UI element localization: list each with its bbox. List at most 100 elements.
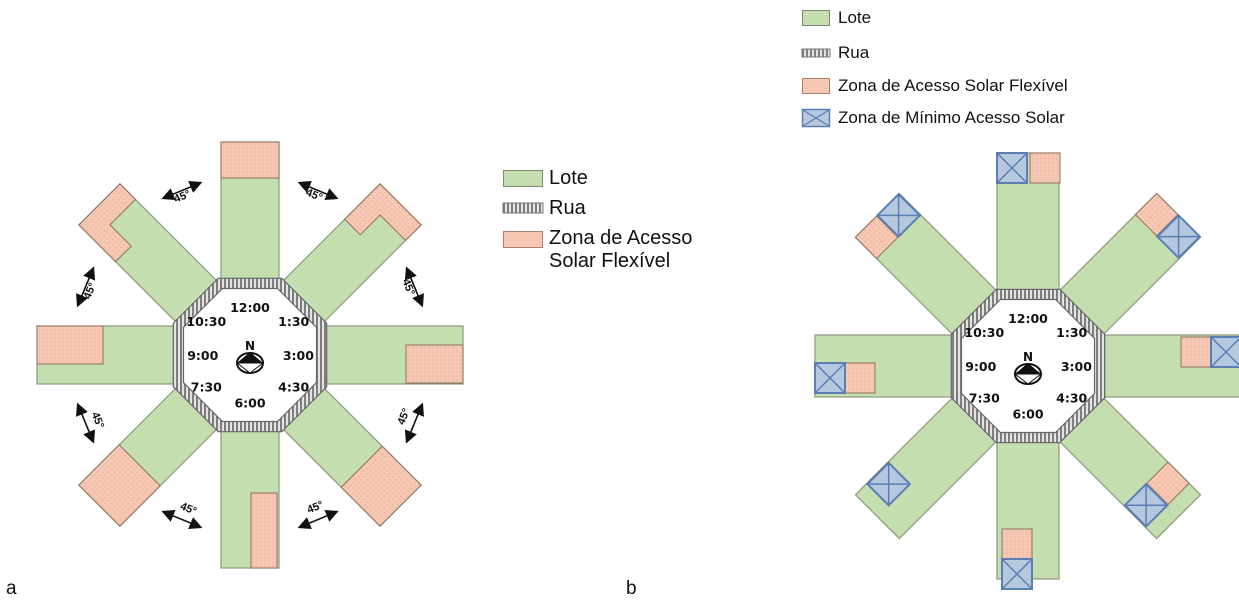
clock-label-t0430: 4:30 (1056, 390, 1087, 405)
lot-ne (1053, 192, 1202, 341)
minimo-cross-2 (996, 152, 1028, 184)
angle-arrow-line (297, 509, 339, 529)
minimo-swatch (801, 108, 831, 128)
zona-swatch (802, 78, 830, 94)
clock-label-t1030: 10:30 (964, 325, 1004, 340)
legend-label-zona: Zona de Acesso Solar Flexível (838, 76, 1068, 95)
lot-w (36, 325, 183, 385)
clock-label-t0900: 9:00 (187, 348, 218, 363)
lot-w (814, 334, 961, 398)
zona-acesso-solar-flexivel-s-0 (1001, 528, 1033, 560)
angle-arrow-line (161, 181, 203, 201)
clock-label-t0600: 6:00 (234, 395, 265, 410)
angle-label: 45° (395, 407, 412, 427)
angle-label: 45° (178, 500, 198, 517)
zona-minimo-acesso-solar-se-0 (1123, 482, 1169, 528)
lote-swatch (503, 170, 543, 187)
angle-label: 45° (89, 410, 106, 430)
compass-base (1013, 373, 1043, 385)
clock-label-t0130: 1:30 (1056, 325, 1087, 340)
legend-label-rua: Rua (549, 197, 586, 219)
clock-label-t0430: 4:30 (278, 379, 309, 394)
minimo-cross-2 (867, 483, 910, 485)
zona-acesso-solar-flexivel-w-0 (36, 325, 104, 365)
zona-minimo-acesso-solar-ne-0 (1155, 213, 1202, 260)
rua-swatch (801, 48, 831, 58)
angle-arrow-4: 45° (161, 500, 203, 529)
legend-item-rua: Rua (502, 197, 586, 220)
lot-s (996, 433, 1060, 590)
lot-e (1095, 334, 1239, 398)
lote-swatch (802, 10, 830, 26)
minimo-cross-2 (1157, 235, 1200, 238)
legend-label-lote: Lote (549, 167, 588, 189)
legend-item-zona: Zona de Acesso Solar Flexível (503, 227, 692, 273)
angle-arrow-3: 45° (297, 499, 339, 529)
legend-label-lote: Lote (838, 8, 872, 27)
compass-base (235, 362, 265, 374)
zona-acesso-solar-flexivel-nw-0 (78, 183, 137, 263)
zona-acesso-solar-flexivel-e-0 (1180, 336, 1212, 368)
zona-minimo-acesso-solar-s-0 (1001, 558, 1033, 590)
lot-s (220, 422, 280, 569)
legend-item-zona: Zona de Acesso Solar Flexível (802, 76, 1068, 96)
north-label: N (1023, 350, 1033, 364)
compass-needle (1015, 363, 1041, 374)
lots-group (36, 141, 464, 569)
angle-arrow-line (404, 266, 424, 308)
angle-arrow-line (404, 402, 424, 444)
clock-label-t0130: 1:30 (278, 314, 309, 329)
compass-icon: N (1013, 350, 1043, 385)
rua-swatch (502, 202, 544, 214)
minimo-cross-2 (897, 194, 900, 237)
angle-arrow-2: 45° (395, 402, 424, 444)
zona-acesso-solar-flexivel-e-0 (405, 344, 464, 384)
lot-n (996, 152, 1061, 299)
compass-icon: N (235, 339, 265, 374)
angle-label: 45° (399, 277, 416, 297)
zona-minimo-acesso-solar-n-0 (996, 152, 1028, 184)
zona-acesso-solar-flexivel-se-0 (340, 445, 422, 527)
clock-label-t1200: 12:00 (1008, 311, 1048, 326)
minimo-cross-2 (1001, 558, 1033, 590)
angle-label: 45° (82, 281, 99, 301)
lot-n (220, 141, 280, 288)
angle-arrow-5: 45° (76, 402, 106, 444)
zona-acesso-solar-flexivel-n-0 (1029, 152, 1061, 184)
minimo-cross-2 (1145, 484, 1147, 527)
clock-label-t0300: 3:00 (283, 348, 314, 363)
panel-letter-b: b (626, 578, 637, 599)
minimo-cross-2 (1210, 336, 1239, 368)
zona-minimo-acesso-solar-sw-0 (866, 461, 912, 507)
zona-acesso-solar-flexivel-sw-0 (78, 444, 161, 527)
zona-minimo-acesso-solar-nw-0 (875, 192, 922, 239)
clock-label-t0900: 9:00 (965, 359, 996, 374)
legend-item-lote: Lote (802, 8, 871, 28)
clock-label-t0300: 3:00 (1061, 359, 1092, 374)
angle-arrow-6: 45° (76, 266, 99, 308)
zona-minimo-acesso-solar-e-0 (1210, 336, 1239, 368)
angle-arrow-line (161, 509, 203, 529)
legend-item-rua: Rua (801, 43, 870, 63)
angle-arrow-0: 45° (297, 181, 339, 204)
legend-label-rua: Rua (838, 43, 870, 62)
angle-arrow-line (76, 266, 96, 308)
angle-label: 45° (304, 187, 324, 204)
zona-minimo-acesso-solar-w-0 (814, 362, 846, 394)
legend-label-zona-line2: Solar Flexível (549, 250, 671, 272)
clock-label-t0730: 7:30 (969, 390, 1000, 405)
lot-e (317, 325, 464, 385)
angle-arrow-line (76, 402, 96, 444)
compass-needle (237, 352, 263, 363)
panel-letter-a: a (6, 578, 17, 599)
north-label: N (245, 339, 255, 353)
zona-acesso-solar-flexivel-n-0 (220, 141, 280, 179)
clock-label-t1200: 12:00 (230, 300, 270, 315)
angle-arrows: 45°45°45°45°45°45°45°45° (76, 181, 424, 529)
